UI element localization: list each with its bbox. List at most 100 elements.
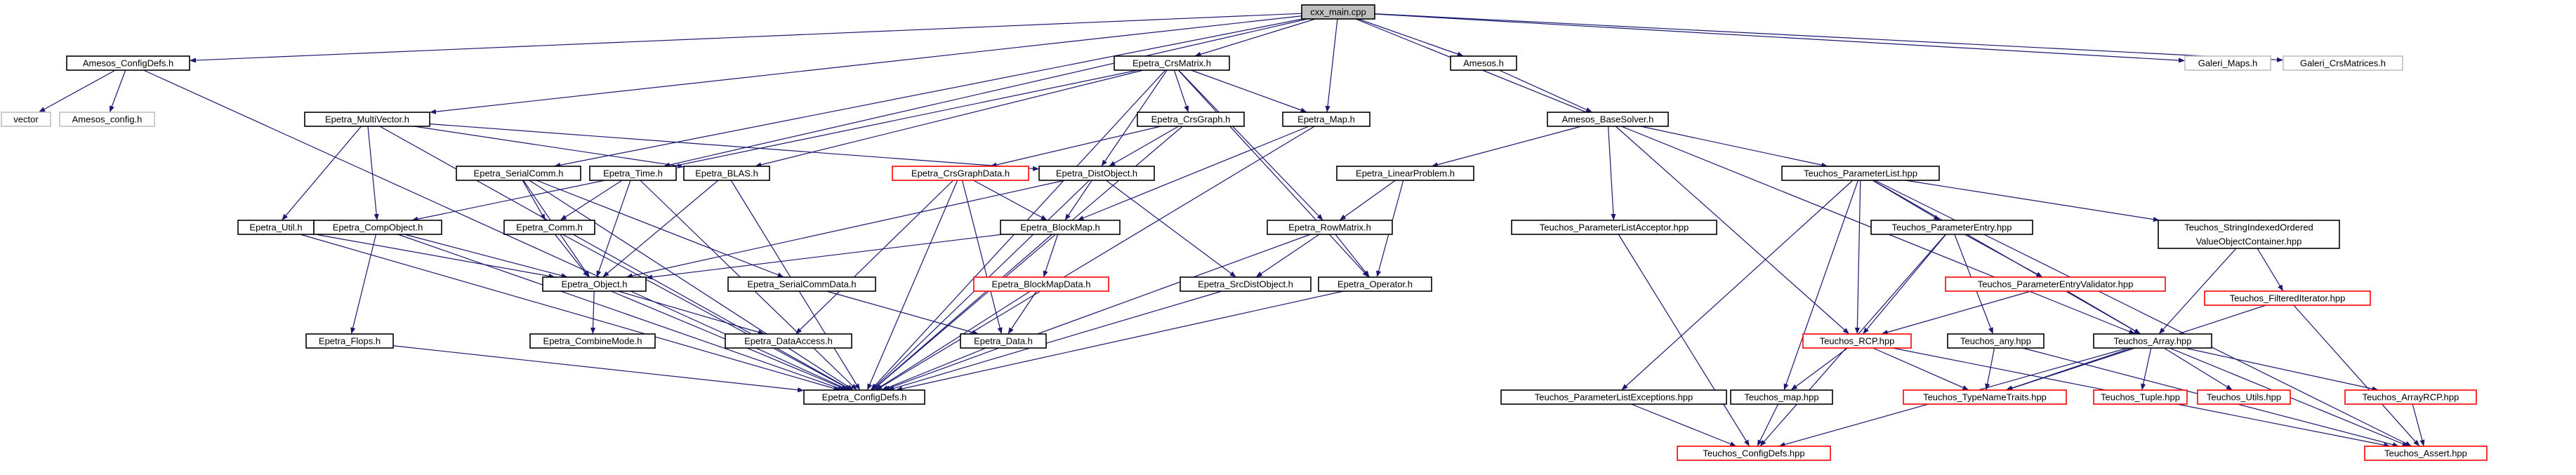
dependency-edge (626, 180, 1065, 279)
node-label: Epetra_DataAccess.h (744, 336, 833, 347)
file-node-cxx-main: cxx_main.cpp (1301, 4, 1375, 20)
file-node-amesos-basesolver[interactable]: Amesos_BaseSolver.h (1547, 112, 1669, 127)
node-box (59, 112, 155, 127)
file-node-epetra-serialcommdata[interactable]: Epetra_SerialCommData.h (727, 276, 876, 292)
node-box (1336, 166, 1474, 181)
file-node-epetra-configdefs[interactable]: Epetra_ConfigDefs.h (803, 389, 925, 405)
dependency-edge (1374, 13, 2186, 63)
node-label: Epetra_Time.h (603, 168, 663, 179)
file-node-epetra-data[interactable]: Epetra_Data.h (960, 333, 1047, 349)
file-node-epetra-object[interactable]: Epetra_Object.h (542, 276, 647, 292)
file-node-teuchos-parameterlistexceptions[interactable]: Teuchos_ParameterListExceptions.hpp (1500, 389, 1727, 405)
dependency-edge (896, 290, 1344, 392)
node-label: Teuchos_map.hpp (1744, 392, 1818, 403)
file-node-amesos-configdefs[interactable]: Amesos_ConfigDefs.h (66, 55, 190, 71)
file-node-teuchos-parameterentryvalidator[interactable]: Teuchos_ParameterEntryValidator.hpp (1945, 276, 2166, 292)
dependency-edge (1607, 126, 1616, 221)
node-label: Epetra_Operator.h (1337, 279, 1413, 290)
dependency-edge (313, 234, 555, 279)
file-node-epetra-serialcomm[interactable]: Epetra_SerialComm.h (456, 166, 581, 181)
file-node-epetra-blas[interactable]: Epetra_BLAS.h (683, 166, 770, 181)
dependency-edge (2257, 248, 2284, 292)
file-node-amesos-h[interactable]: Amesos.h (1450, 55, 1517, 71)
file-node-epetra-crsmatrix[interactable]: Epetra_CrsMatrix.h (1114, 55, 1230, 71)
node-box (973, 276, 1109, 292)
node-label: Epetra_CrsGraphData.h (911, 168, 1010, 179)
node-label: Galeri_CrsMatrices.h (2300, 58, 2386, 69)
file-node-epetra-comm[interactable]: Epetra_Comm.h (503, 220, 595, 235)
file-node-teuchos-tuple[interactable]: Teuchos_Tuple.hpp (2093, 389, 2188, 405)
dependency-edge (663, 18, 1308, 168)
node-label: vector (13, 114, 39, 125)
file-node-teuchos-typenametraits[interactable]: Teuchos_TypeNameTraits.hpp (1903, 389, 2067, 405)
node-label: Teuchos_FilteredIterator.hpp (2230, 293, 2346, 304)
dependency-edge (1854, 180, 1861, 335)
node-label: ValueObjectContainer.hpp (2196, 236, 2302, 247)
file-node-teuchos-parameterlistacceptor[interactable]: Teuchos_ParameterListAcceptor.hpp (1511, 220, 1717, 235)
file-node-epetra-util[interactable]: Epetra_Util.h (237, 220, 315, 235)
file-node-epetra-crsgraph[interactable]: Epetra_CrsGraph.h (1137, 112, 1245, 127)
file-node-teuchos-any[interactable]: Teuchos_any.hpp (1947, 333, 2045, 349)
dependency-edge (1043, 234, 1059, 278)
file-node-teuchos-rcp[interactable]: Teuchos_RCP.hpp (1802, 333, 1912, 349)
node-box (1, 112, 51, 127)
dependency-edge (1431, 126, 1582, 168)
file-node-epetra-distobject[interactable]: Epetra_DistObject.h (1038, 166, 1155, 181)
file-node-teuchos-map[interactable]: Teuchos_map.hpp (1730, 389, 1833, 405)
file-node-epetra-time[interactable]: Epetra_Time.h (589, 166, 677, 181)
file-node-teuchos-utils[interactable]: Teuchos_Utils.hpp (2197, 389, 2291, 405)
file-node-teuchos-filterediterator[interactable]: Teuchos_FilteredIterator.hpp (2204, 290, 2371, 306)
file-node-teuchos-arrayrcp[interactable]: Teuchos_ArrayRCP.hpp (2344, 389, 2477, 405)
dependency-edge (1178, 69, 1323, 221)
node-label: Epetra_CombineMode.h (543, 336, 642, 347)
file-node-epetra-blockmapdata[interactable]: Epetra_BlockMapData.h (973, 276, 1109, 292)
dependency-edge (618, 290, 765, 335)
node-label: Teuchos_any.hpp (1960, 336, 2031, 347)
file-node-epetra-linearproblem[interactable]: Epetra_LinearProblem.h (1336, 166, 1474, 181)
node-label: Amesos_ConfigDefs.h (83, 58, 173, 69)
node-box (1180, 276, 1312, 292)
dependency-edge (367, 126, 379, 221)
dependency-edge (2412, 403, 2425, 447)
file-node-epetra-srcdistobject[interactable]: Epetra_SrcDistObject.h (1180, 276, 1312, 292)
node-box (2158, 220, 2340, 249)
dependency-edge (1109, 126, 1179, 167)
node-box (2184, 55, 2271, 71)
node-label: Epetra_MultiVector.h (325, 114, 409, 125)
file-node-teuchos-array[interactable]: Teuchos_Array.hpp (2093, 333, 2212, 349)
dependency-edge (429, 15, 1302, 114)
file-node-epetra-multivector[interactable]: Epetra_MultiVector.h (304, 112, 430, 127)
file-node-epetra-combinemode[interactable]: Epetra_CombineMode.h (529, 333, 656, 349)
node-box (727, 276, 876, 292)
node-label: Amesos_config.h (72, 114, 143, 125)
file-node-teuchos-stringindexed[interactable]: Teuchos_StringIndexedOrderedValueObjectC… (2158, 220, 2340, 249)
file-node-epetra-blockmap[interactable]: Epetra_BlockMap.h (1000, 220, 1121, 235)
file-node-epetra-operator[interactable]: Epetra_Operator.h (1318, 276, 1432, 292)
file-node-epetra-compobject[interactable]: Epetra_CompObject.h (313, 220, 442, 235)
node-box (542, 276, 647, 292)
dependency-edge (1964, 234, 2043, 278)
node-label: Epetra_Flops.h (319, 336, 381, 347)
file-node-epetra-dataaccess[interactable]: Epetra_DataAccess.h (725, 333, 852, 349)
file-node-teuchos-configdefs[interactable]: Teuchos_ConfigDefs.hpp (1677, 446, 1831, 461)
file-node-teuchos-parameterlist[interactable]: Teuchos_ParameterList.hpp (1781, 166, 1940, 181)
dependency-edge (1862, 234, 1947, 335)
file-node-epetra-crsgraphdata[interactable]: Epetra_CrsGraphData.h (892, 166, 1029, 181)
node-label: Epetra_Map.h (1297, 114, 1355, 125)
node-label: Epetra_CrsMatrix.h (1132, 58, 1211, 69)
file-node-teuchos-assert[interactable]: Teuchos_Assert.hpp (2364, 446, 2488, 461)
node-box (960, 333, 1047, 349)
node-box (305, 333, 394, 349)
node-box (1282, 112, 1370, 127)
dependency-edge (961, 180, 1003, 335)
node-label: Teuchos_ParameterEntry.hpp (1891, 222, 2012, 233)
dependency-edge (404, 234, 568, 279)
dependency-edge (2005, 347, 2132, 391)
file-node-epetra-map[interactable]: Epetra_Map.h (1282, 112, 1370, 127)
node-label: Teuchos_Assert.hpp (2384, 448, 2467, 459)
node-label: Epetra_SerialCommData.h (747, 279, 856, 290)
file-node-epetra-rowmatrix[interactable]: Epetra_RowMatrix.h (1267, 220, 1393, 235)
dependency-edge (1064, 180, 1092, 221)
file-node-epetra-flops[interactable]: Epetra_Flops.h (305, 333, 394, 349)
file-node-teuchos-parameterentry[interactable]: Teuchos_ParameterEntry.hpp (1870, 220, 2033, 235)
